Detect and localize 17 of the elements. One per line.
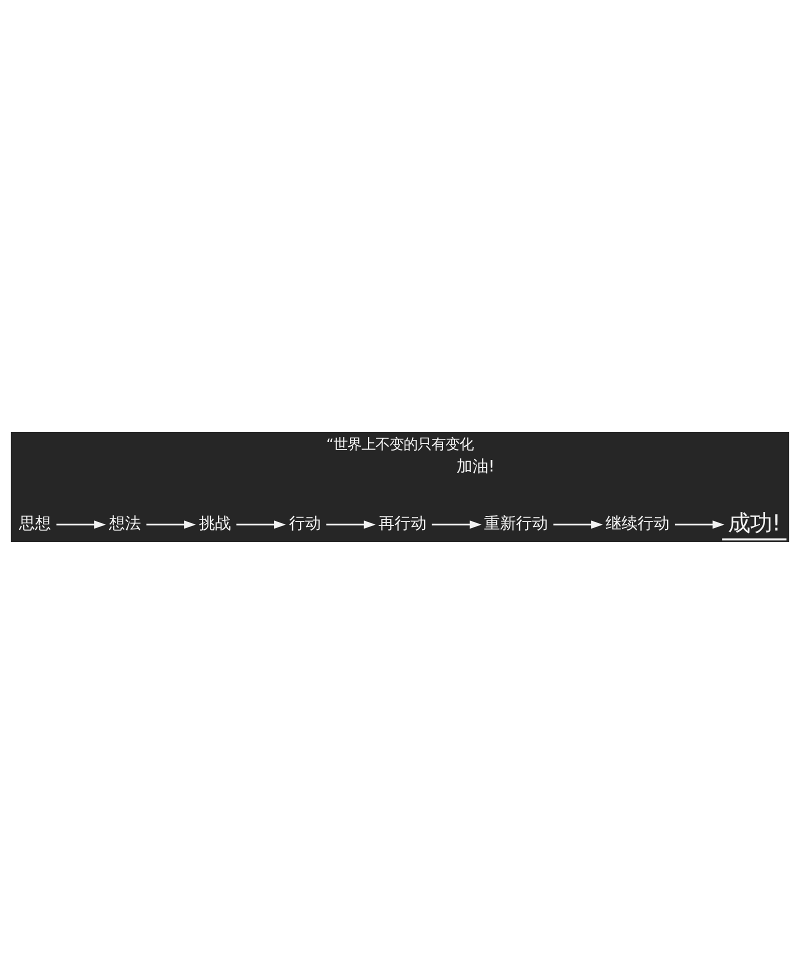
arrow	[432, 520, 482, 529]
arrow	[553, 520, 603, 529]
arrow	[674, 520, 724, 529]
node-text: 重新行动	[484, 514, 548, 533]
arrow	[326, 520, 376, 529]
node-text: 成功!	[728, 510, 781, 536]
node-text: 挑战	[198, 514, 231, 533]
node-text: 思想	[18, 514, 51, 533]
arrow	[146, 520, 196, 529]
node-text: 行动	[288, 514, 321, 533]
label: 加油!	[456, 456, 495, 476]
arrow	[56, 520, 106, 529]
node-text: 继续行动	[606, 514, 670, 533]
diagram-title: “世界上不变的只有变化	[326, 436, 474, 453]
arrow	[236, 520, 286, 529]
node-text: 再行动	[378, 514, 427, 533]
node-text: 想法	[108, 514, 141, 533]
